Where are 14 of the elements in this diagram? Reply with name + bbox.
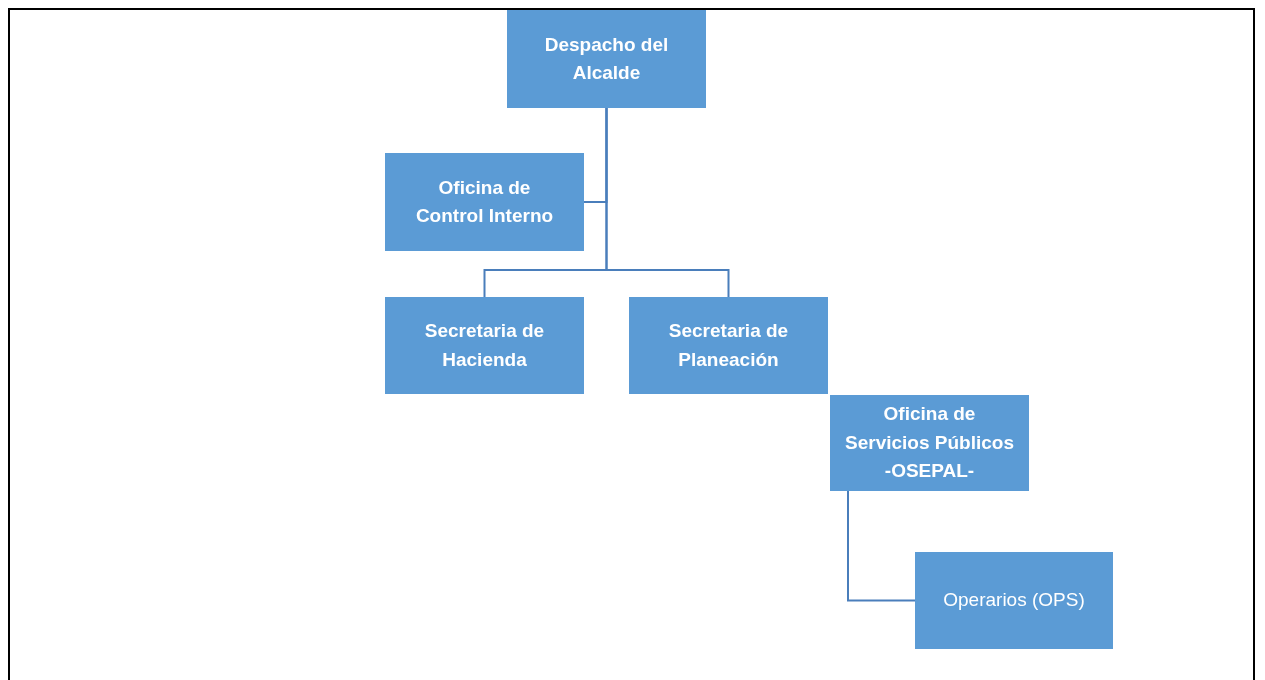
connector-line — [847, 490, 916, 602]
org-box — [385, 297, 584, 394]
org-box — [507, 10, 706, 108]
org-box — [915, 552, 1113, 649]
connector-line — [605, 107, 730, 298]
box-label: Operarios (OPS) — [943, 588, 1085, 613]
box-label: Oficina de Control Interno — [414, 175, 555, 228]
box-label: Oficina de Servicios Públicos -OSEPAL- — [844, 402, 1015, 484]
box-label: Secretaria de Hacienda — [423, 319, 546, 372]
org-box — [830, 395, 1029, 491]
org-box — [385, 153, 584, 251]
box-label: Secretaria de Planeación — [667, 319, 790, 372]
org-box — [629, 297, 828, 394]
box-label: Despacho del Alcalde — [543, 32, 670, 85]
